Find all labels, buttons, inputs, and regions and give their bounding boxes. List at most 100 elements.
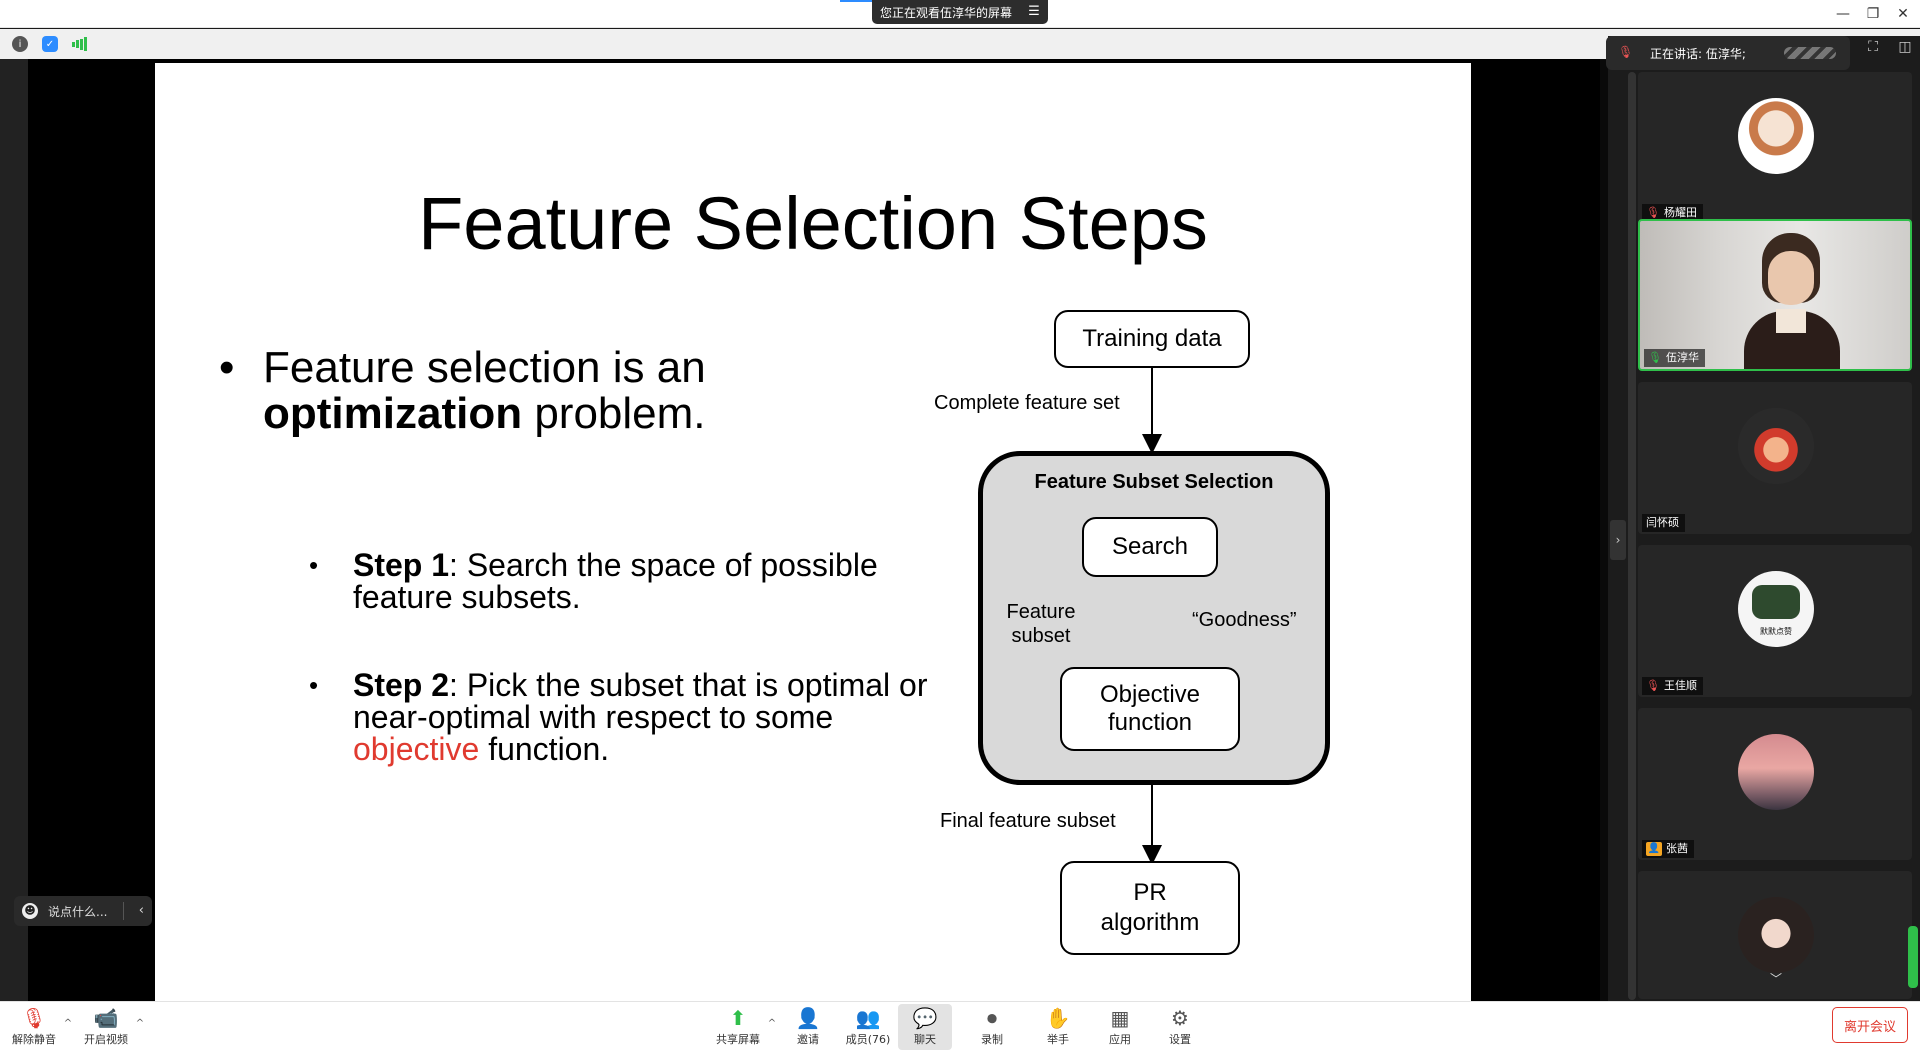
panel-scrollbar[interactable]	[1628, 72, 1636, 1000]
members-icon: 👥	[855, 1006, 881, 1030]
raise-hand-label: 举手	[1047, 1033, 1069, 1046]
avatar: 默默点赞	[1738, 571, 1814, 647]
participant-name-tag: 👤 张茜	[1642, 840, 1694, 858]
complete-feature-set-label: Complete feature set	[934, 392, 1120, 414]
avatar	[1738, 734, 1814, 810]
minimize-button[interactable]: —	[1836, 6, 1850, 22]
settings-label: 设置	[1169, 1033, 1191, 1046]
final-feature-subset-label: Final feature subset	[940, 810, 1116, 832]
collapse-panel-button[interactable]: ›	[1610, 520, 1626, 560]
left-strip	[0, 59, 28, 1001]
main-bullet: • Feature selection is an optimization p…	[219, 345, 883, 438]
members-label: 成员(76)	[845, 1033, 891, 1046]
speaker-signal-icon	[1784, 47, 1836, 59]
maximize-button[interactable]: ❐	[1866, 6, 1880, 22]
fullscreen-icon[interactable]: ⛶	[1868, 39, 1878, 55]
feature-subset-line1: Feature	[1006, 601, 1076, 623]
close-button[interactable]: ✕	[1897, 6, 1909, 22]
leave-meeting-button[interactable]: 离开会议	[1832, 1007, 1908, 1043]
participant-name: 张茜	[1666, 842, 1688, 855]
participant-tile[interactable]: 默默点赞 🎙 王佳顺	[1638, 545, 1912, 697]
participant-name-tag: 🎙 杨耀田	[1642, 204, 1703, 222]
emoji-icon[interactable]: ☻	[22, 903, 38, 919]
info-icon[interactable]: i	[12, 36, 28, 52]
meeting-info-bar: i ✓	[0, 29, 1920, 59]
banner-menu-icon[interactable]: ☰	[1028, 4, 1040, 19]
bullet-dot: •	[309, 550, 319, 580]
participant-tile[interactable]: 🎙 杨耀田	[1638, 72, 1912, 224]
share-options-caret[interactable]: ^	[767, 1018, 777, 1029]
bottom-toolbar: 🎙 解除静音 ^ 📹 开启视频 ^ ⬆ 共享屏幕 ^ 👤 邀请 👥 成员(76)…	[0, 1001, 1920, 1052]
shared-screen-area: Feature Selection Steps • Feature select…	[0, 59, 1600, 1001]
members-button[interactable]: 👥 成员(76)	[838, 1004, 898, 1050]
apps-icon: ▦	[1110, 1006, 1130, 1030]
participant-name-tag: 闫怀硕	[1642, 514, 1685, 532]
chat-quick-input[interactable]: ☻ 说点什么... ‹	[14, 896, 152, 926]
speaking-label: 正在讲话: 伍淳华;	[1650, 46, 1746, 61]
invite-label: 邀请	[797, 1033, 819, 1046]
video-off-icon: 📹	[93, 1006, 119, 1030]
fss-title: Feature Subset Selection	[1034, 471, 1274, 493]
unmute-button[interactable]: 🎙 解除静音	[4, 1004, 64, 1050]
share-screen-icon: ⬆	[729, 1006, 747, 1030]
video-options-caret[interactable]: ^	[135, 1018, 145, 1029]
invite-button[interactable]: 👤 邀请	[778, 1004, 838, 1050]
active-speaker-bar: 🎙 正在讲话: 伍淳华;	[1606, 36, 1850, 70]
share-screen-button[interactable]: ⬆ 共享屏幕	[708, 1004, 768, 1050]
raise-hand-button[interactable]: ✋ 举手	[1028, 1004, 1088, 1050]
training-data-box: Training data	[1054, 310, 1250, 368]
pr-line2: algorithm	[1100, 909, 1200, 936]
chat-icon: 💬	[912, 1006, 938, 1030]
avatar	[1738, 98, 1814, 174]
step2-label: Step 2	[353, 667, 450, 703]
security-shield-icon[interactable]: ✓	[42, 36, 58, 52]
chat-button[interactable]: 💬 聊天	[898, 1004, 952, 1050]
objective-function-box: Objective function	[1060, 667, 1240, 751]
mic-muted-icon: 🎙	[1646, 679, 1660, 692]
main-bullet-rest: problem.	[522, 389, 706, 438]
pr-line1: PR	[1133, 879, 1167, 906]
participant-name-tag: 🎙 伍淳华	[1644, 349, 1705, 367]
volume-indicator	[1908, 926, 1918, 988]
gear-icon: ⚙	[1171, 1006, 1189, 1030]
step2-text-b: function.	[479, 731, 610, 767]
mic-off-icon: 🎙	[21, 1006, 47, 1030]
audio-options-caret[interactable]: ^	[63, 1018, 73, 1029]
screen-share-banner[interactable]: 您正在观看伍淳华的屏幕 ☰	[840, 0, 1048, 24]
settings-button[interactable]: ⚙ 设置	[1150, 1004, 1210, 1050]
apps-label: 应用	[1109, 1033, 1131, 1046]
feature-subset-line2: subset	[1011, 625, 1071, 647]
speaker-mic-icon: 🎙	[1618, 45, 1634, 59]
start-video-button[interactable]: 📹 开启视频	[76, 1004, 136, 1050]
chat-placeholder: 说点什么...	[48, 904, 108, 919]
mic-muted-icon: 🎙	[1646, 206, 1660, 219]
participant-name: 杨耀田	[1663, 206, 1697, 219]
chat-label: 聊天	[914, 1033, 936, 1046]
divider	[123, 902, 124, 920]
layout-toggle-icon[interactable]: ◫	[1898, 39, 1912, 55]
step2-bullet: • Step 2: Pick the subset that is optima…	[309, 667, 953, 767]
main-bullet-bold: optimization	[263, 389, 523, 438]
record-label: 录制	[981, 1033, 1003, 1046]
avatar	[1738, 408, 1814, 484]
share-screen-label: 共享屏幕	[716, 1033, 760, 1046]
person-icon: 👤	[1646, 842, 1662, 856]
banner-accent	[840, 0, 872, 2]
step2-red-word: objective	[353, 731, 480, 767]
mic-active-icon: 🎙	[1648, 351, 1662, 364]
step1-label: Step 1	[353, 547, 450, 583]
participant-tile[interactable]	[1638, 871, 1912, 999]
participant-tile-active[interactable]: 🎙 伍淳华	[1638, 219, 1912, 371]
step1-bullet: • Step 1: Search the space of possible f…	[309, 547, 953, 613]
start-video-label: 开启视频	[84, 1033, 128, 1046]
participant-name: 伍淳华	[1665, 351, 1699, 364]
scroll-down-icon[interactable]: ﹀	[1769, 972, 1782, 986]
bullet-dot: •	[219, 343, 235, 392]
title-bar: 您正在观看伍淳华的屏幕 ☰ — ❐ ✕	[0, 0, 1920, 28]
network-signal-icon[interactable]	[72, 36, 88, 52]
apps-button[interactable]: ▦ 应用	[1090, 1004, 1150, 1050]
record-button[interactable]: ⏺ 录制	[962, 1004, 1022, 1050]
participant-tile[interactable]: 闫怀硕	[1638, 382, 1912, 534]
participant-tile[interactable]: 👤 张茜	[1638, 708, 1912, 860]
chevron-left-icon[interactable]: ‹	[138, 903, 144, 918]
